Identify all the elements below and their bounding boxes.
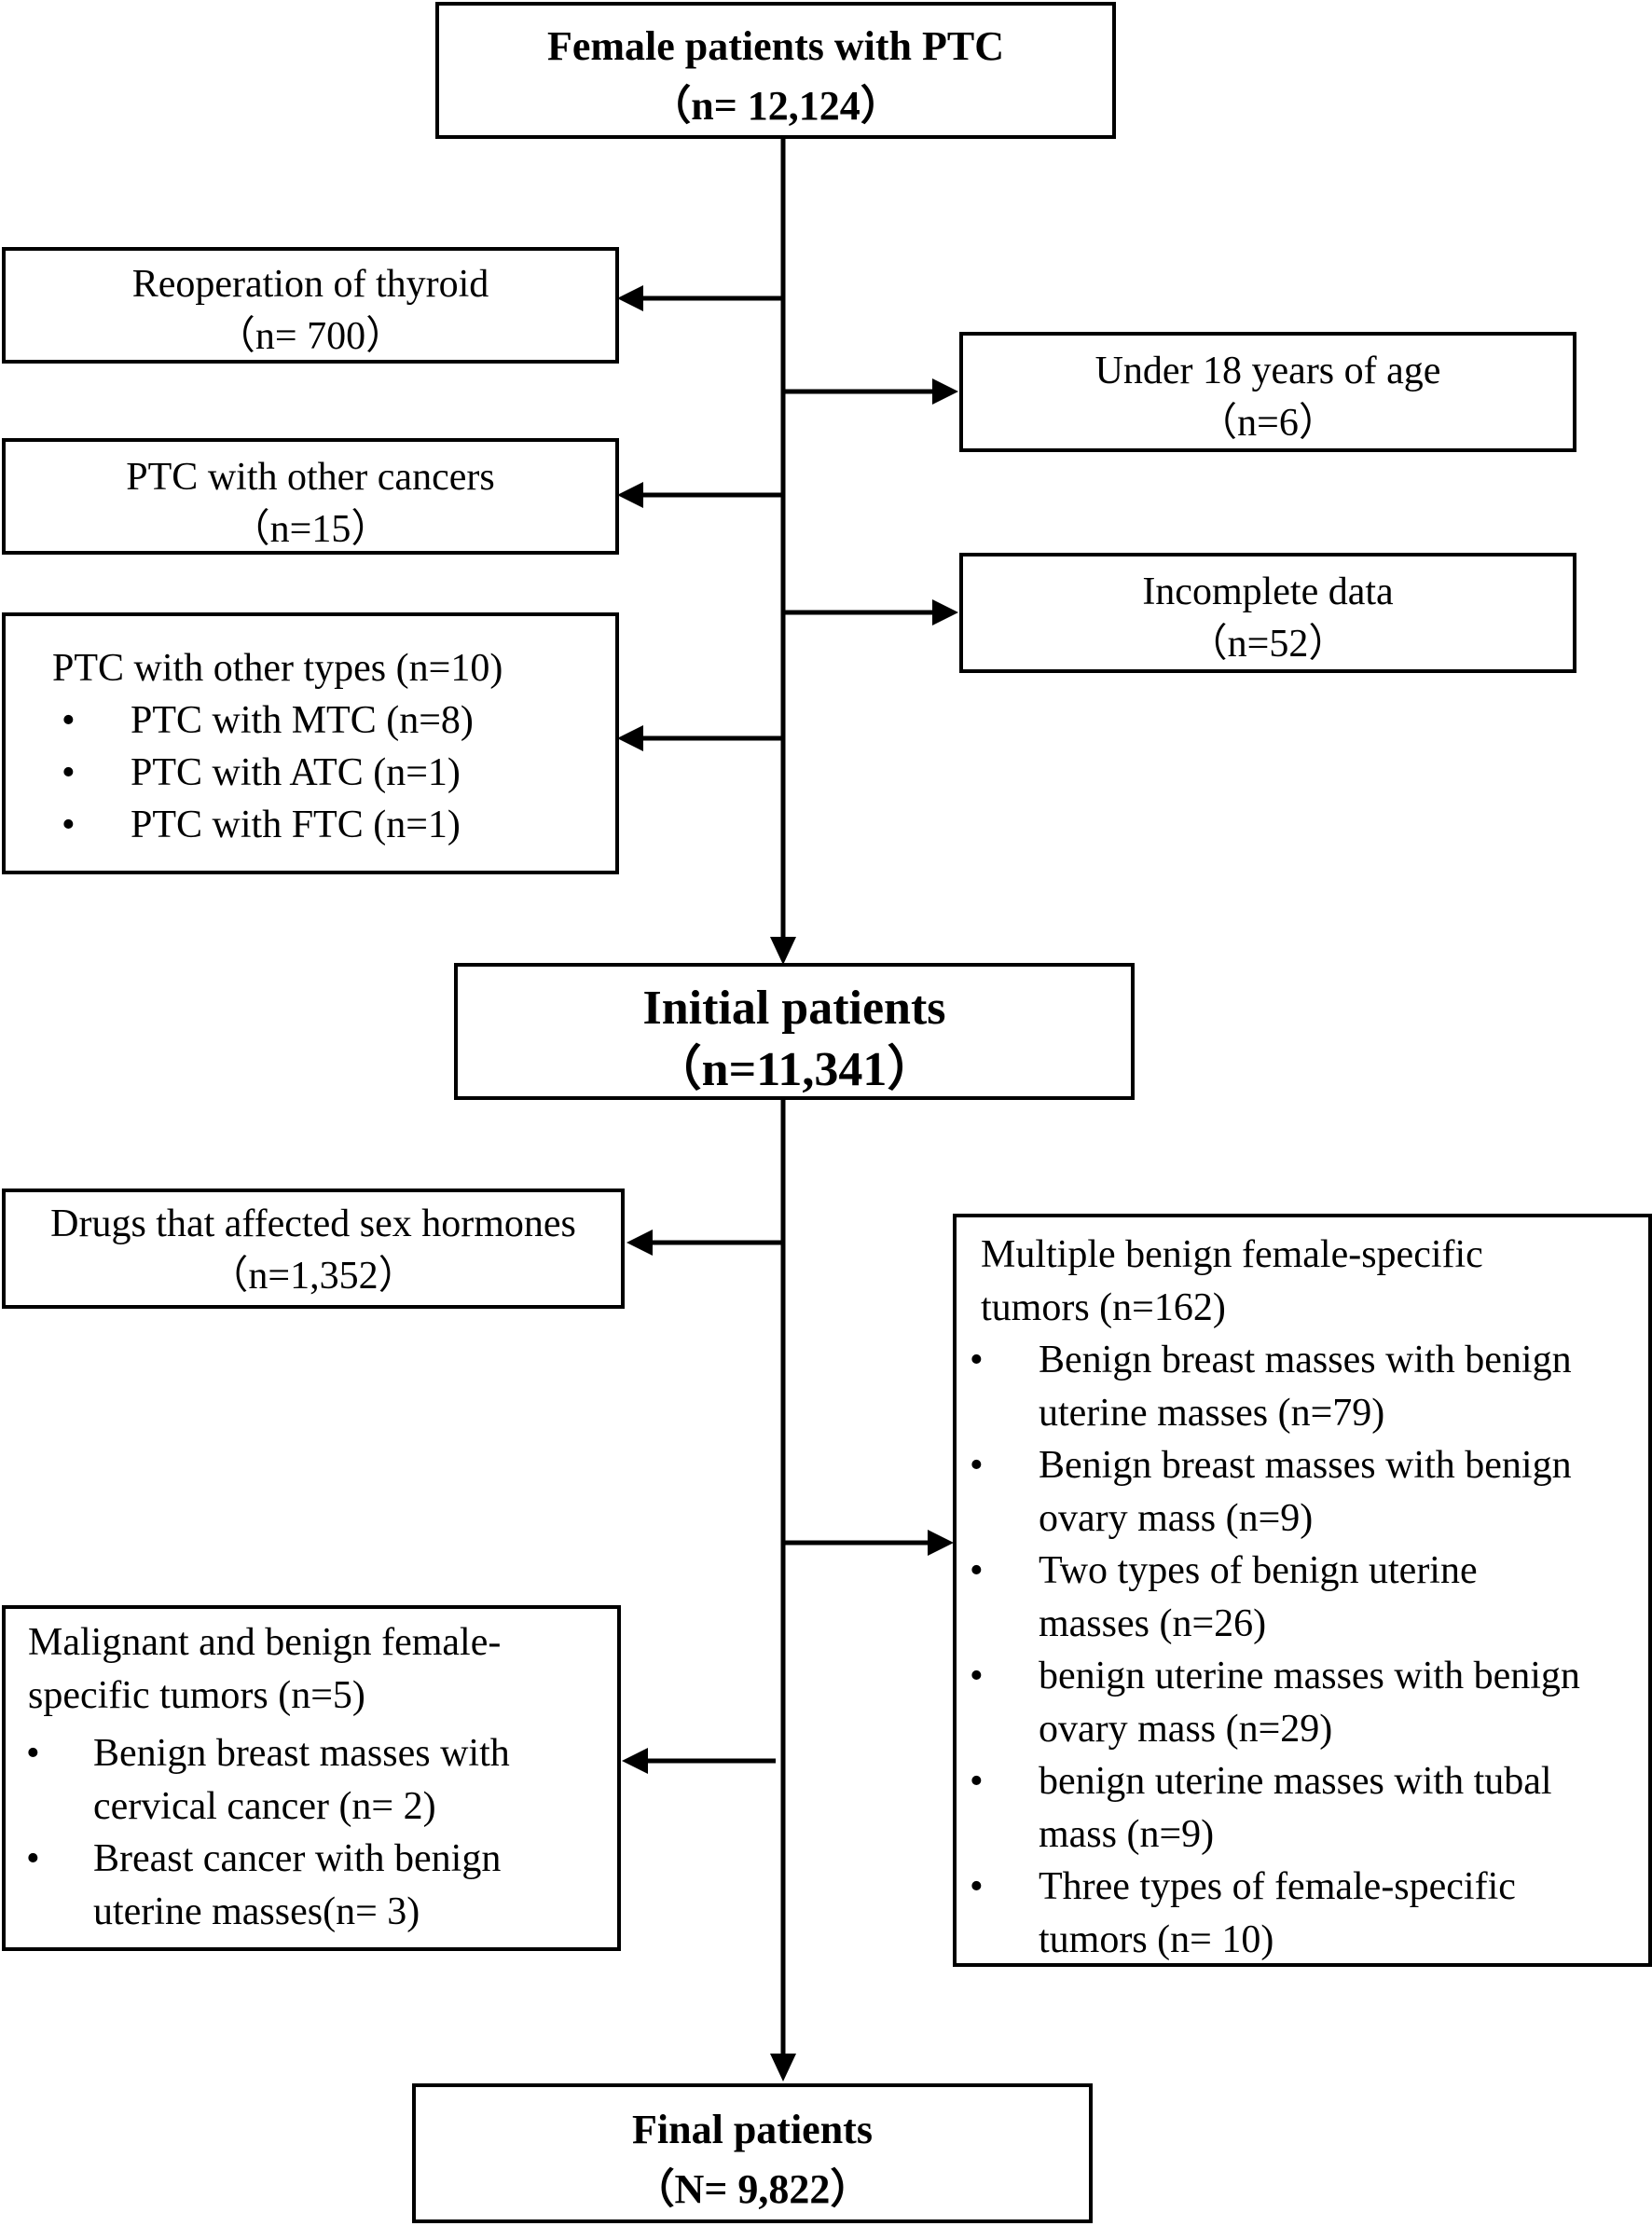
multiple-benign-item-line2: ovary mass (n=29) (1039, 1707, 1333, 1751)
multiple-benign-item: • Benign breast masses with benign uteri… (957, 1334, 1648, 1439)
multiple-benign-item-line2: tumors (n= 10) (1039, 1917, 1274, 1961)
multiple-benign-item-line2: uterine masses (n=79) (1039, 1391, 1385, 1435)
multiple-benign-item-line1: Three types of female-specific (1039, 1865, 1516, 1908)
other-cancers-box: PTC with other cancers （n=15） (2, 438, 619, 555)
other-types-list: • PTC with MTC (n=8) • PTC with ATC (n=1… (6, 694, 615, 851)
arrowhead-drugs (626, 1230, 653, 1256)
arrow-to-initial (770, 937, 796, 965)
multiple-benign-list: • Benign breast masses with benign uteri… (957, 1334, 1648, 1966)
malignant-benign-title-line2: specific tumors (n=5) (28, 1673, 365, 1717)
malignant-benign-item: • Breast cancer with benign uterine mass… (6, 1833, 617, 1938)
bullet: • (26, 1732, 40, 1775)
other-types-item-label: PTC with FTC (n=1) (131, 804, 461, 846)
bullet: • (970, 1655, 984, 1697)
bullet: • (26, 1837, 40, 1880)
multiple-benign-item-line2: mass (n=9) (1039, 1812, 1215, 1856)
bullet: • (62, 804, 76, 846)
multiple-benign-item: • benign uterine masses with benign ovar… (957, 1650, 1648, 1755)
incomplete-data-box: Incomplete data （n=52） (959, 553, 1576, 673)
multiple-benign-item-line1: benign uterine masses with tubal (1039, 1760, 1552, 1803)
bullet: • (970, 1339, 984, 1381)
reoperation-box: Reoperation of thyroid （n= 700） (2, 247, 619, 364)
multiple-benign-item-line1: Benign breast masses with benign (1039, 1444, 1572, 1487)
arrowhead-other-types (617, 725, 643, 751)
bullet: • (970, 1444, 984, 1487)
other-cancers-count: （n=15） (230, 508, 391, 551)
drugs-title: Drugs that affected sex hormones (50, 1202, 576, 1245)
under18-title: Under 18 years of age (1094, 350, 1441, 392)
arrowhead-other-cancers (617, 482, 643, 508)
arrow-to-final (770, 2054, 796, 2082)
bullet: • (970, 1760, 984, 1803)
under18-box: Under 18 years of age （n=6） (959, 332, 1576, 452)
bullet: • (62, 699, 76, 742)
multiple-benign-item: • Three types of female-specific tumors … (957, 1861, 1648, 1966)
malignant-benign-list: • Benign breast masses with cervical can… (6, 1727, 617, 1938)
incomplete-data-count: （n=52） (1188, 623, 1348, 666)
other-types-box: PTC with other types (n=10) • PTC with M… (2, 612, 619, 874)
reoperation-count: （n= 700） (215, 315, 406, 358)
malignant-benign-item-line2: uterine masses(n= 3) (93, 1889, 420, 1933)
multiple-benign-title-line1: Multiple benign female-specific (981, 1233, 1483, 1276)
arrowhead-incomplete (932, 599, 958, 625)
other-types-item: • PTC with MTC (n=8) (6, 694, 615, 747)
malignant-benign-item-line1: Benign breast masses with (93, 1732, 510, 1775)
other-types-item: • PTC with FTC (n=1) (6, 799, 615, 851)
female-ptc-title: Female patients with PTC (546, 23, 1005, 69)
bullet: • (970, 1865, 984, 1908)
final-patients-box: Final patients （N= 9,822） (412, 2083, 1093, 2223)
arrowhead-multiple-benign (928, 1530, 954, 1556)
other-types-item-label: PTC with ATC (n=1) (131, 751, 461, 794)
under18-count: （n=6） (1198, 402, 1338, 445)
malignant-benign-item-line2: cervical cancer (n= 2) (93, 1784, 436, 1828)
female-ptc-count: （n= 12,124） (650, 83, 902, 129)
multiple-benign-box: Multiple benign female-specific tumors (… (953, 1214, 1652, 1967)
drugs-box: Drugs that affected sex hormones （n=1,35… (2, 1189, 625, 1309)
arrowhead-under18 (932, 378, 958, 405)
malignant-benign-box: Malignant and benign female- specific tu… (2, 1605, 621, 1951)
multiple-benign-item-line1: Benign breast masses with benign (1039, 1339, 1572, 1381)
other-cancers-title: PTC with other cancers (126, 456, 495, 499)
bullet: • (970, 1549, 984, 1592)
multiple-benign-item-line1: Two types of benign uterine (1039, 1549, 1478, 1592)
other-types-item: • PTC with ATC (n=1) (6, 747, 615, 799)
multiple-benign-item: • Benign breast masses with benign ovary… (957, 1439, 1648, 1545)
final-patients-count: （N= 9,822） (633, 2166, 872, 2212)
multiple-benign-item-line1: benign uterine masses with benign (1039, 1655, 1580, 1697)
drugs-count: （n=1,352） (209, 1255, 418, 1298)
multiple-benign-title-line2: tumors (n=162) (981, 1285, 1226, 1329)
malignant-benign-item: • Benign breast masses with cervical can… (6, 1727, 617, 1833)
multiple-benign-item: • benign uterine masses with tubal mass … (957, 1755, 1648, 1861)
initial-patients-box: Initial patients （n=11,341） (454, 963, 1135, 1100)
initial-patients-count: （n=11,341） (653, 1043, 936, 1096)
other-types-title: PTC with other types (n=10) (52, 647, 503, 690)
arrowhead-reoperation (617, 285, 643, 311)
multiple-benign-item-line2: masses (n=26) (1039, 1601, 1267, 1645)
other-types-item-label: PTC with MTC (n=8) (131, 699, 474, 742)
reoperation-title: Reoperation of thyroid (131, 263, 489, 306)
female-ptc-box: Female patients with PTC （n= 12,124） (435, 2, 1116, 139)
bullet: • (62, 751, 76, 794)
multiple-benign-item: • Two types of benign uterine masses (n=… (957, 1545, 1648, 1650)
incomplete-data-title: Incomplete data (1142, 570, 1394, 613)
final-patients-title: Final patients (632, 2107, 873, 2152)
multiple-benign-item-line2: ovary mass (n=9) (1039, 1496, 1314, 1540)
malignant-benign-title-line1: Malignant and benign female- (28, 1621, 502, 1664)
malignant-benign-item-line1: Breast cancer with benign (93, 1837, 502, 1880)
arrowhead-malignant-benign (622, 1748, 648, 1774)
initial-patients-title: Initial patients (642, 982, 946, 1035)
